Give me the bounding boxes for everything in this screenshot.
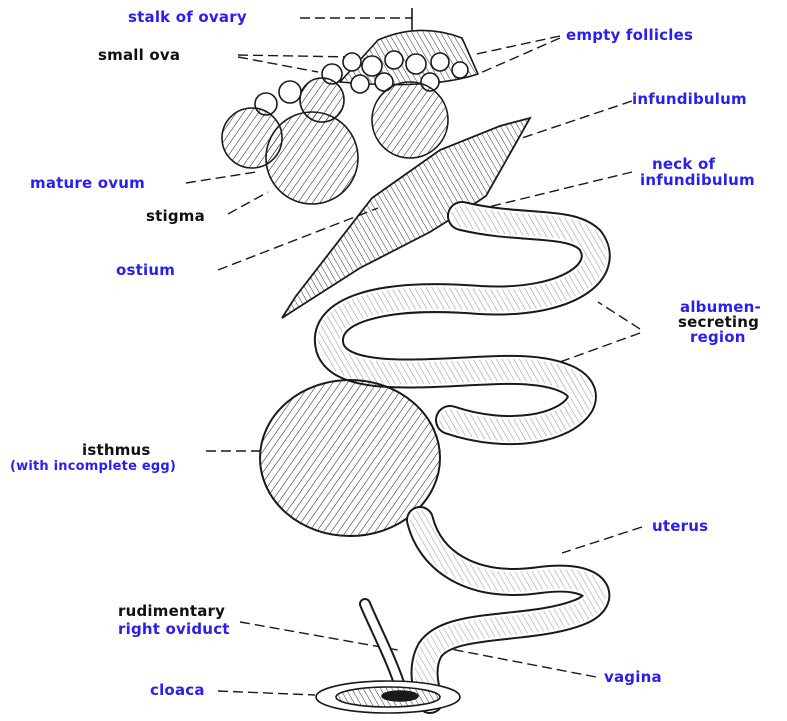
label-neck-infundibulum: infundibulum xyxy=(640,173,755,188)
label-region: region xyxy=(690,330,746,345)
label-isthmus: isthmus xyxy=(82,443,151,458)
leader-vagina xyxy=(440,647,596,677)
label-rudimentary: rudimentary xyxy=(118,604,225,619)
label-infundibulum: infundibulum xyxy=(632,92,747,107)
leader-small-ova-2 xyxy=(238,57,318,72)
leader-empty-follicles-1 xyxy=(472,36,560,55)
leader-uterus xyxy=(562,527,642,553)
leader-infundibulum xyxy=(522,101,632,138)
label-small-ova: small ova xyxy=(98,48,180,63)
leader-empty-follicles-2 xyxy=(478,38,560,74)
leader-small-ova-1 xyxy=(238,55,352,57)
leader-mature-ovum xyxy=(186,172,256,183)
label-with-incomplete-egg: (with incomplete egg) xyxy=(10,460,176,473)
label-empty-follicles: empty follicles xyxy=(566,28,693,43)
leader-stigma xyxy=(228,192,268,214)
leader-cloaca xyxy=(218,691,315,695)
leader-albumen-1 xyxy=(598,302,640,329)
label-right-oviduct: right oviduct xyxy=(118,622,230,637)
label-neck-of: neck of xyxy=(652,157,715,172)
label-uterus: uterus xyxy=(652,519,708,534)
cloaca xyxy=(316,681,460,713)
label-cloaca: cloaca xyxy=(150,683,205,698)
label-ostium: ostium xyxy=(116,263,175,278)
label-stigma: stigma xyxy=(146,209,205,224)
label-mature-ovum: mature ovum xyxy=(30,176,145,191)
label-stalk-of-ovary: stalk of ovary xyxy=(128,10,247,25)
leader-albumen-2 xyxy=(560,333,640,362)
label-vagina: vagina xyxy=(604,670,662,685)
